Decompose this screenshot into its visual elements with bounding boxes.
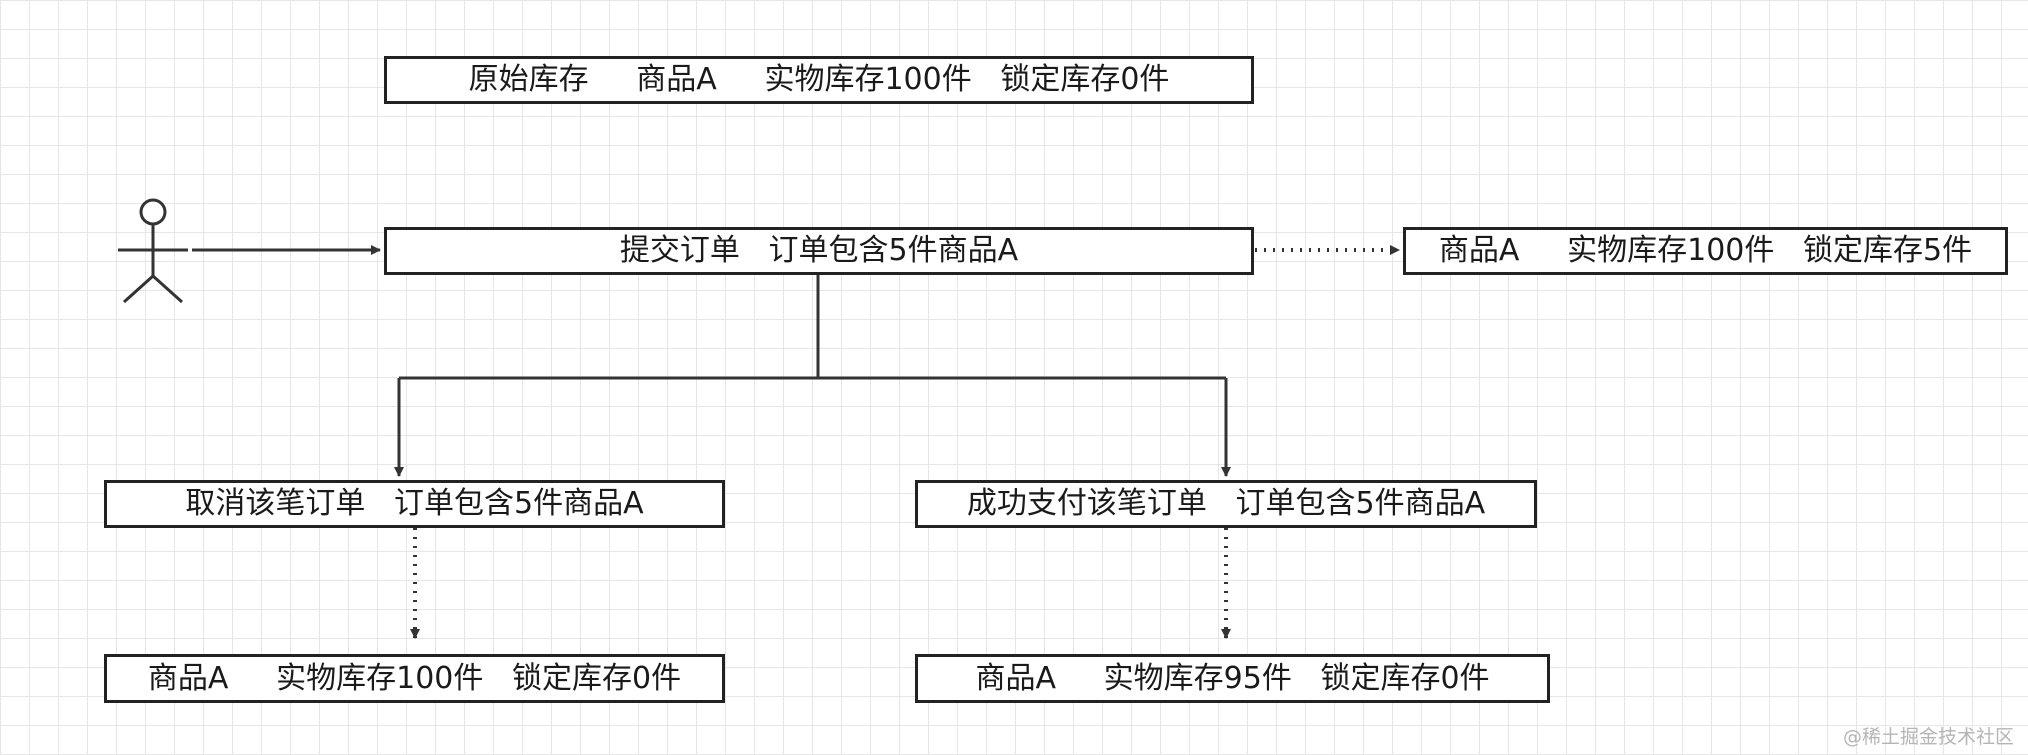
pay-order-box: 成功支付该笔订单 订单包含5件商品A [915, 480, 1537, 528]
locked-stock-box: 商品A 实物库存100件 锁定库存5件 [1403, 227, 2008, 275]
original-stock-box: 原始库存 商品A 实物库存100件 锁定库存0件 [384, 56, 1254, 104]
pay-result-stock-box: 商品A 实物库存95件 锁定库存0件 [915, 654, 1550, 703]
user-actor-icon [118, 198, 188, 304]
cancel-order-box: 取消该笔订单 订单包含5件商品A [104, 480, 725, 528]
watermark-text: @稀土掘金技术社区 [1842, 726, 2014, 748]
submit-order-box: 提交订单 订单包含5件商品A [384, 227, 1254, 275]
cancel-result-stock-box: 商品A 实物库存100件 锁定库存0件 [104, 654, 725, 703]
